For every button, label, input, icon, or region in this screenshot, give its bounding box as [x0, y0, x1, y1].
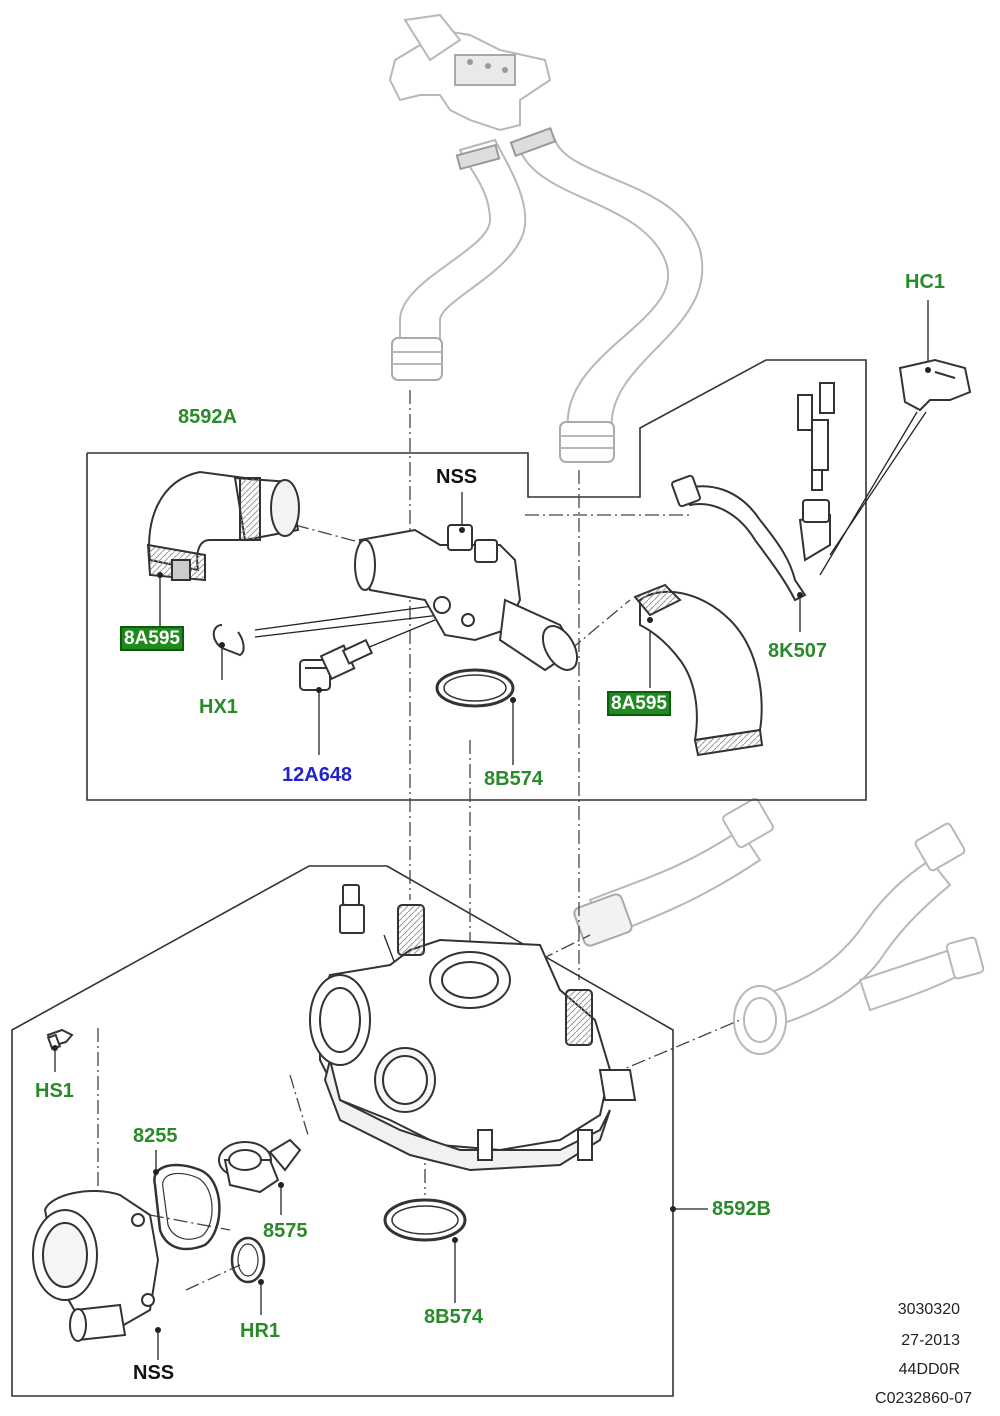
- label-hx1: HX1: [199, 696, 238, 718]
- label-8255: 8255: [133, 1125, 178, 1147]
- label-8592a: 8592A: [178, 406, 237, 428]
- thermostat-housing: [309, 904, 637, 1172]
- seal-ring-hr1: [230, 1236, 266, 1284]
- label-8592b: 8592B: [712, 1198, 771, 1220]
- label-hs1: HS1: [35, 1080, 74, 1102]
- thermostat-cover: [32, 1189, 160, 1342]
- group-outline-lower: [11, 865, 674, 1397]
- bleed-pipe: [671, 382, 835, 602]
- o-ring-upper: [435, 668, 515, 708]
- leader-dots: [52, 367, 931, 1333]
- coolant-outlet-housing: [354, 524, 579, 672]
- dash-dot-lines: [97, 390, 741, 1291]
- reference-line-2: 27-2013: [901, 1332, 960, 1349]
- group-outline-upper: [86, 359, 867, 801]
- elbow-hose-right: [633, 583, 764, 757]
- o-ring-lower: [383, 1198, 467, 1242]
- reference-line-1: 3030320: [897, 1301, 960, 1318]
- clip-hx1: [212, 624, 245, 657]
- reference-line-4: C0232860-07: [875, 1390, 972, 1407]
- label-8b574-bottom: 8B574: [424, 1306, 483, 1328]
- clip-hc1: [898, 358, 972, 412]
- label-nss-bottom: NSS: [133, 1362, 175, 1384]
- temperature-sensor: [299, 638, 374, 691]
- gasket-8255: [153, 1163, 221, 1251]
- reference-line-3: 44DD0R: [898, 1361, 960, 1378]
- label-8k507: 8K507: [768, 640, 827, 662]
- label-nss-top: NSS: [436, 466, 478, 488]
- label-hr1: HR1: [240, 1320, 281, 1342]
- leader-lines: [54, 300, 929, 1360]
- label-8575: 8575: [263, 1220, 308, 1242]
- label-hc1: HC1: [905, 271, 946, 293]
- ghost-right-hoses: [573, 797, 985, 1055]
- ghost-upper-hoses: [388, 13, 704, 463]
- bolt-hs1: [46, 1028, 74, 1051]
- label-12a648: 12A648: [282, 764, 353, 786]
- elbow-hose-left: [146, 470, 300, 582]
- label-8a595-left: 8A595: [120, 626, 184, 651]
- harness-clip: [339, 884, 365, 934]
- label-8a595-right: 8A595: [607, 691, 671, 716]
- label-8b574-top: 8B574: [484, 768, 543, 790]
- thermostat-8575: [218, 1138, 302, 1194]
